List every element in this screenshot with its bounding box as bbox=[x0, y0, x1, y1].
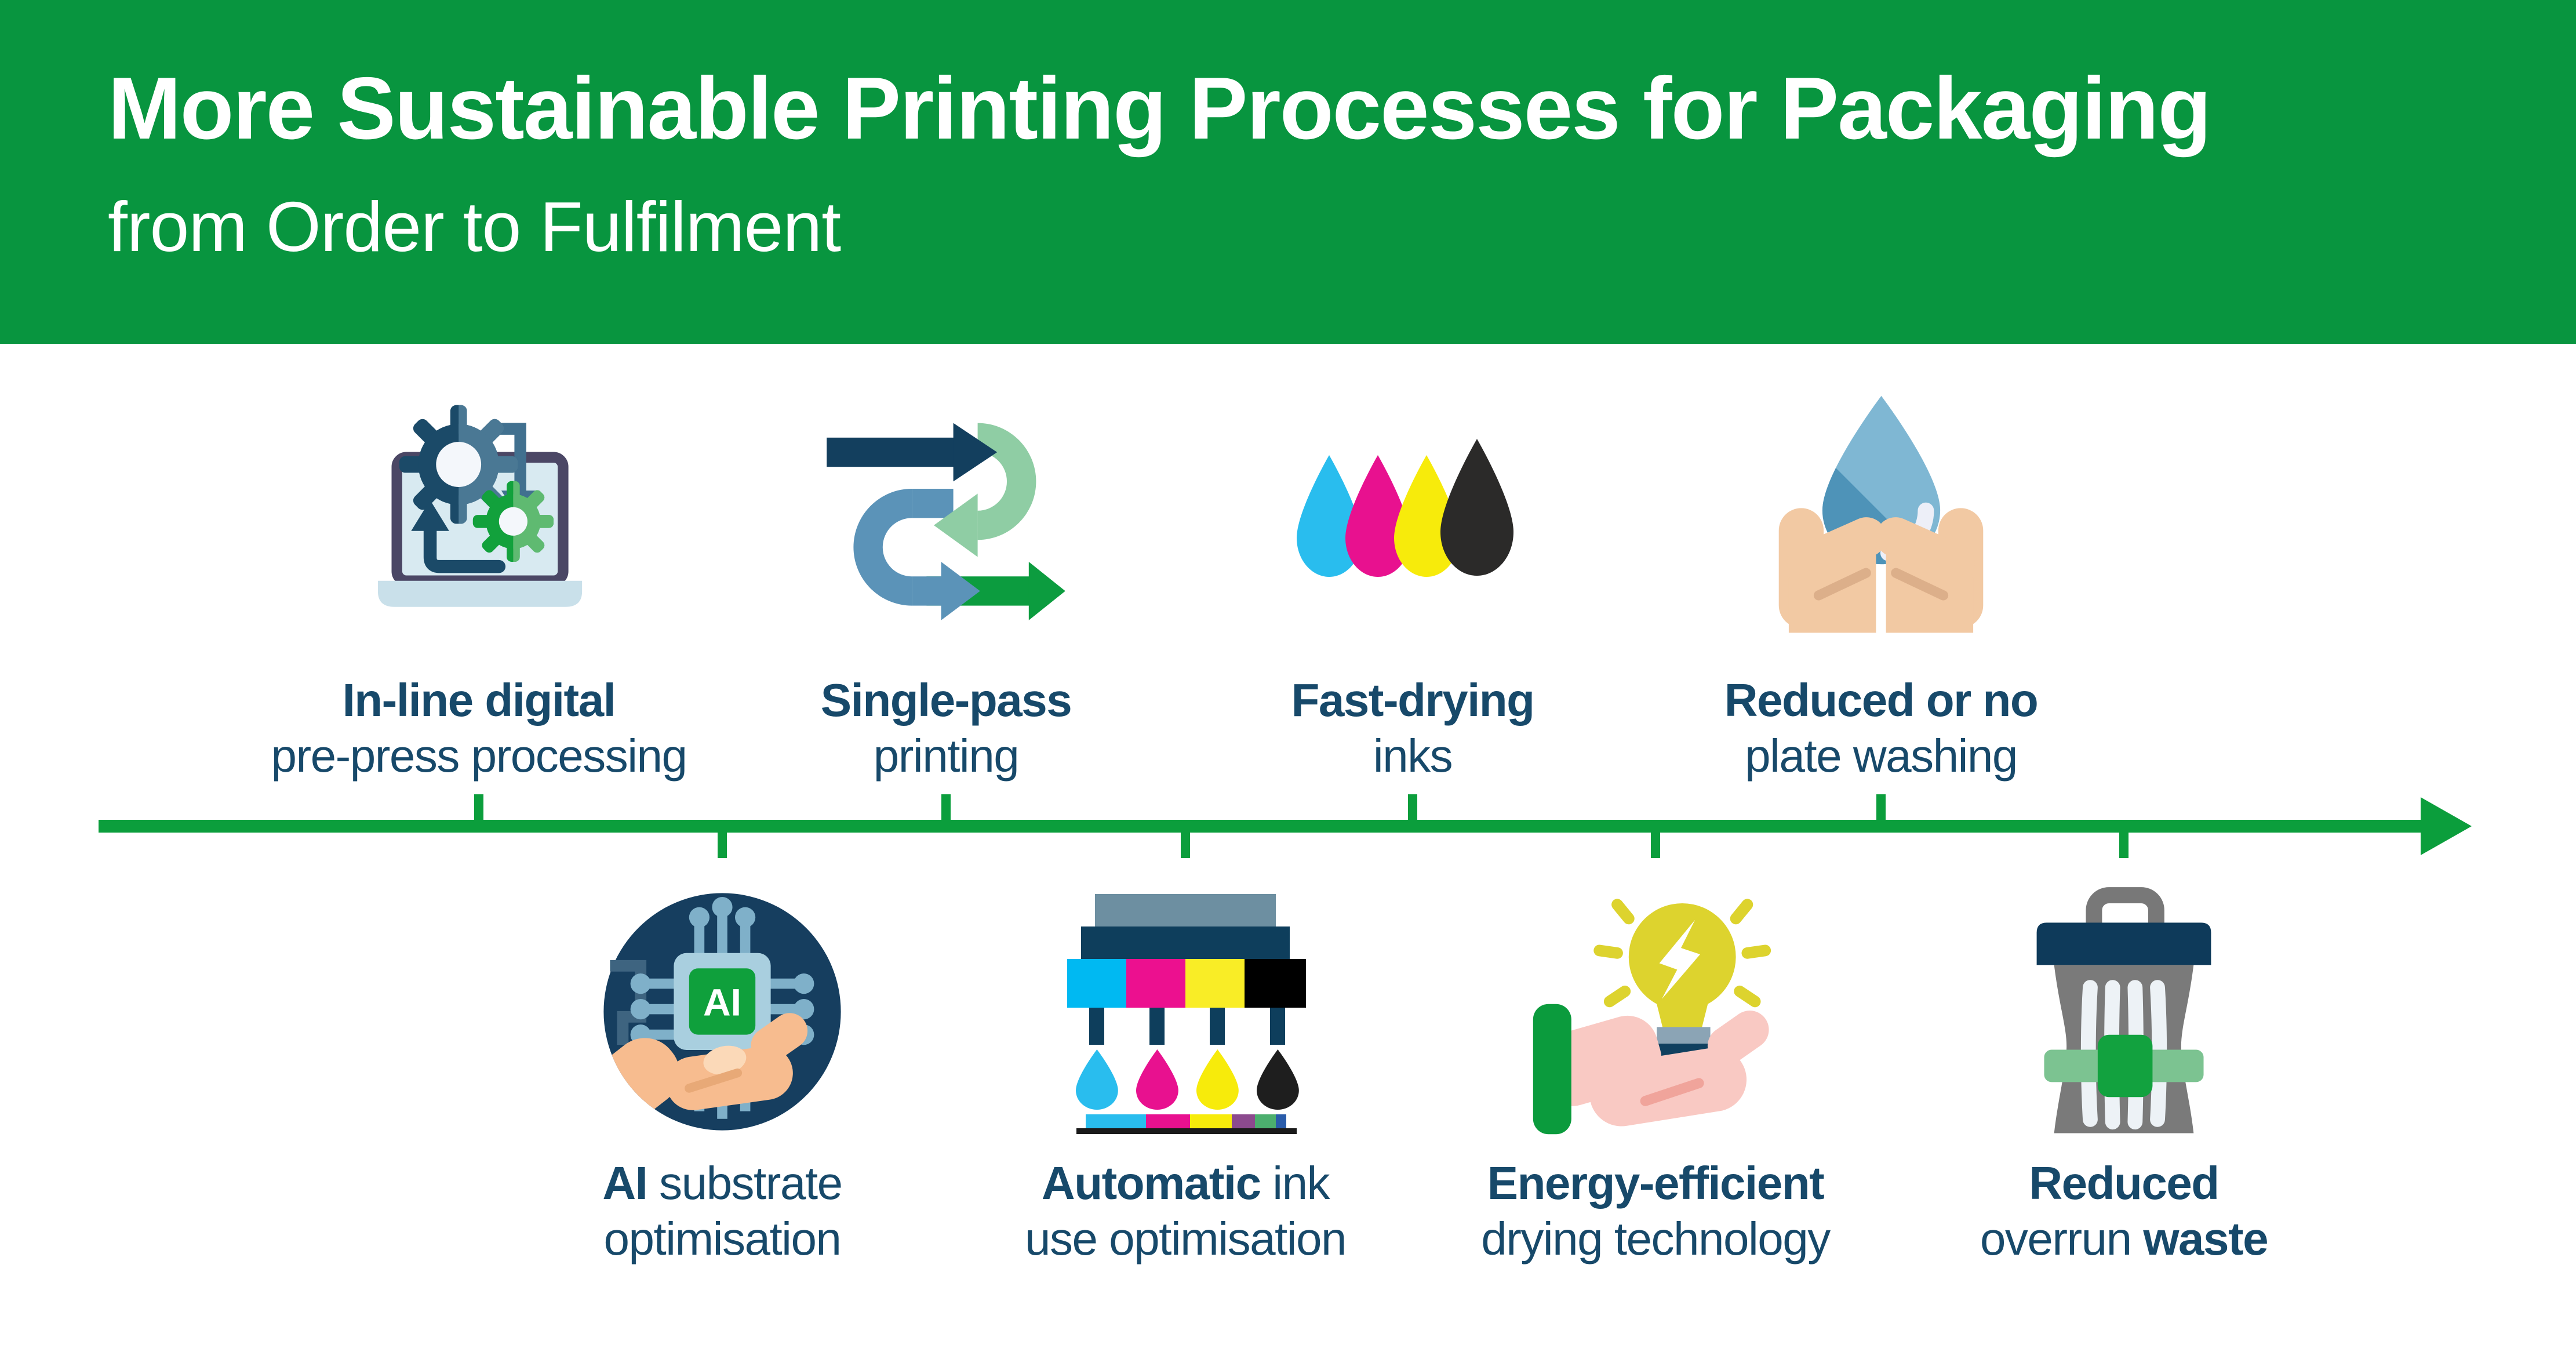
printhead-body bbox=[1081, 926, 1290, 959]
lightning-bolt-icon bbox=[1659, 920, 1700, 999]
printhead-top-bar bbox=[1095, 894, 1276, 926]
ai-chip-text: AI bbox=[703, 981, 741, 1024]
light-rays bbox=[1593, 899, 1771, 1008]
nozzles bbox=[1089, 1008, 1285, 1045]
timeline-tick bbox=[2119, 831, 2129, 858]
bin-buckle bbox=[2097, 1034, 2153, 1098]
printhead-ink-drops-icon bbox=[1067, 894, 1306, 1134]
header-banner: More Sustainable Printing Processes for … bbox=[0, 0, 2576, 344]
black-drop bbox=[1440, 439, 1513, 576]
page-subtitle: from Order to Fulfilment bbox=[108, 187, 841, 266]
cyan-drop bbox=[1297, 455, 1362, 577]
timeline-bar bbox=[99, 820, 2422, 833]
single-pass-arrows-icon bbox=[827, 423, 1065, 620]
timeline-tick bbox=[941, 794, 951, 821]
laptop-base bbox=[377, 580, 583, 607]
page-title: More Sustainable Printing Processes for … bbox=[108, 59, 2211, 158]
green-sleeve bbox=[1533, 1004, 1571, 1135]
ink-cartridges bbox=[1067, 959, 1306, 1008]
hand-lightbulb-icon bbox=[1533, 899, 1771, 1135]
printed-color-bar bbox=[1076, 1114, 1297, 1134]
cmyk-ink-drops-icon bbox=[1297, 439, 1513, 577]
blue-curve-arrow bbox=[853, 489, 980, 620]
timeline-tick bbox=[474, 794, 483, 821]
timeline-tick bbox=[718, 831, 727, 858]
timeline-tick bbox=[1181, 831, 1190, 858]
open-hand bbox=[1533, 1004, 1769, 1135]
bin-lid bbox=[2036, 922, 2211, 965]
timeline-arrowhead-icon bbox=[2421, 797, 2472, 855]
navy-forward-arrow bbox=[827, 423, 998, 482]
laptop-gears-icon bbox=[377, 405, 583, 607]
magenta-drop bbox=[1345, 455, 1410, 577]
up-arrow bbox=[423, 522, 506, 573]
ai-chip-square bbox=[689, 968, 756, 1035]
falling-ink-drops bbox=[1076, 1049, 1299, 1110]
ai-chip-hand-icon: AI bbox=[603, 893, 841, 1131]
timeline-tick bbox=[1408, 794, 1417, 821]
waste-bin-icon bbox=[2036, 887, 2211, 1133]
timeline-tick bbox=[1651, 831, 1660, 858]
timeline-tick bbox=[1876, 794, 1886, 821]
hands-water-drop-icon bbox=[1756, 395, 2006, 638]
